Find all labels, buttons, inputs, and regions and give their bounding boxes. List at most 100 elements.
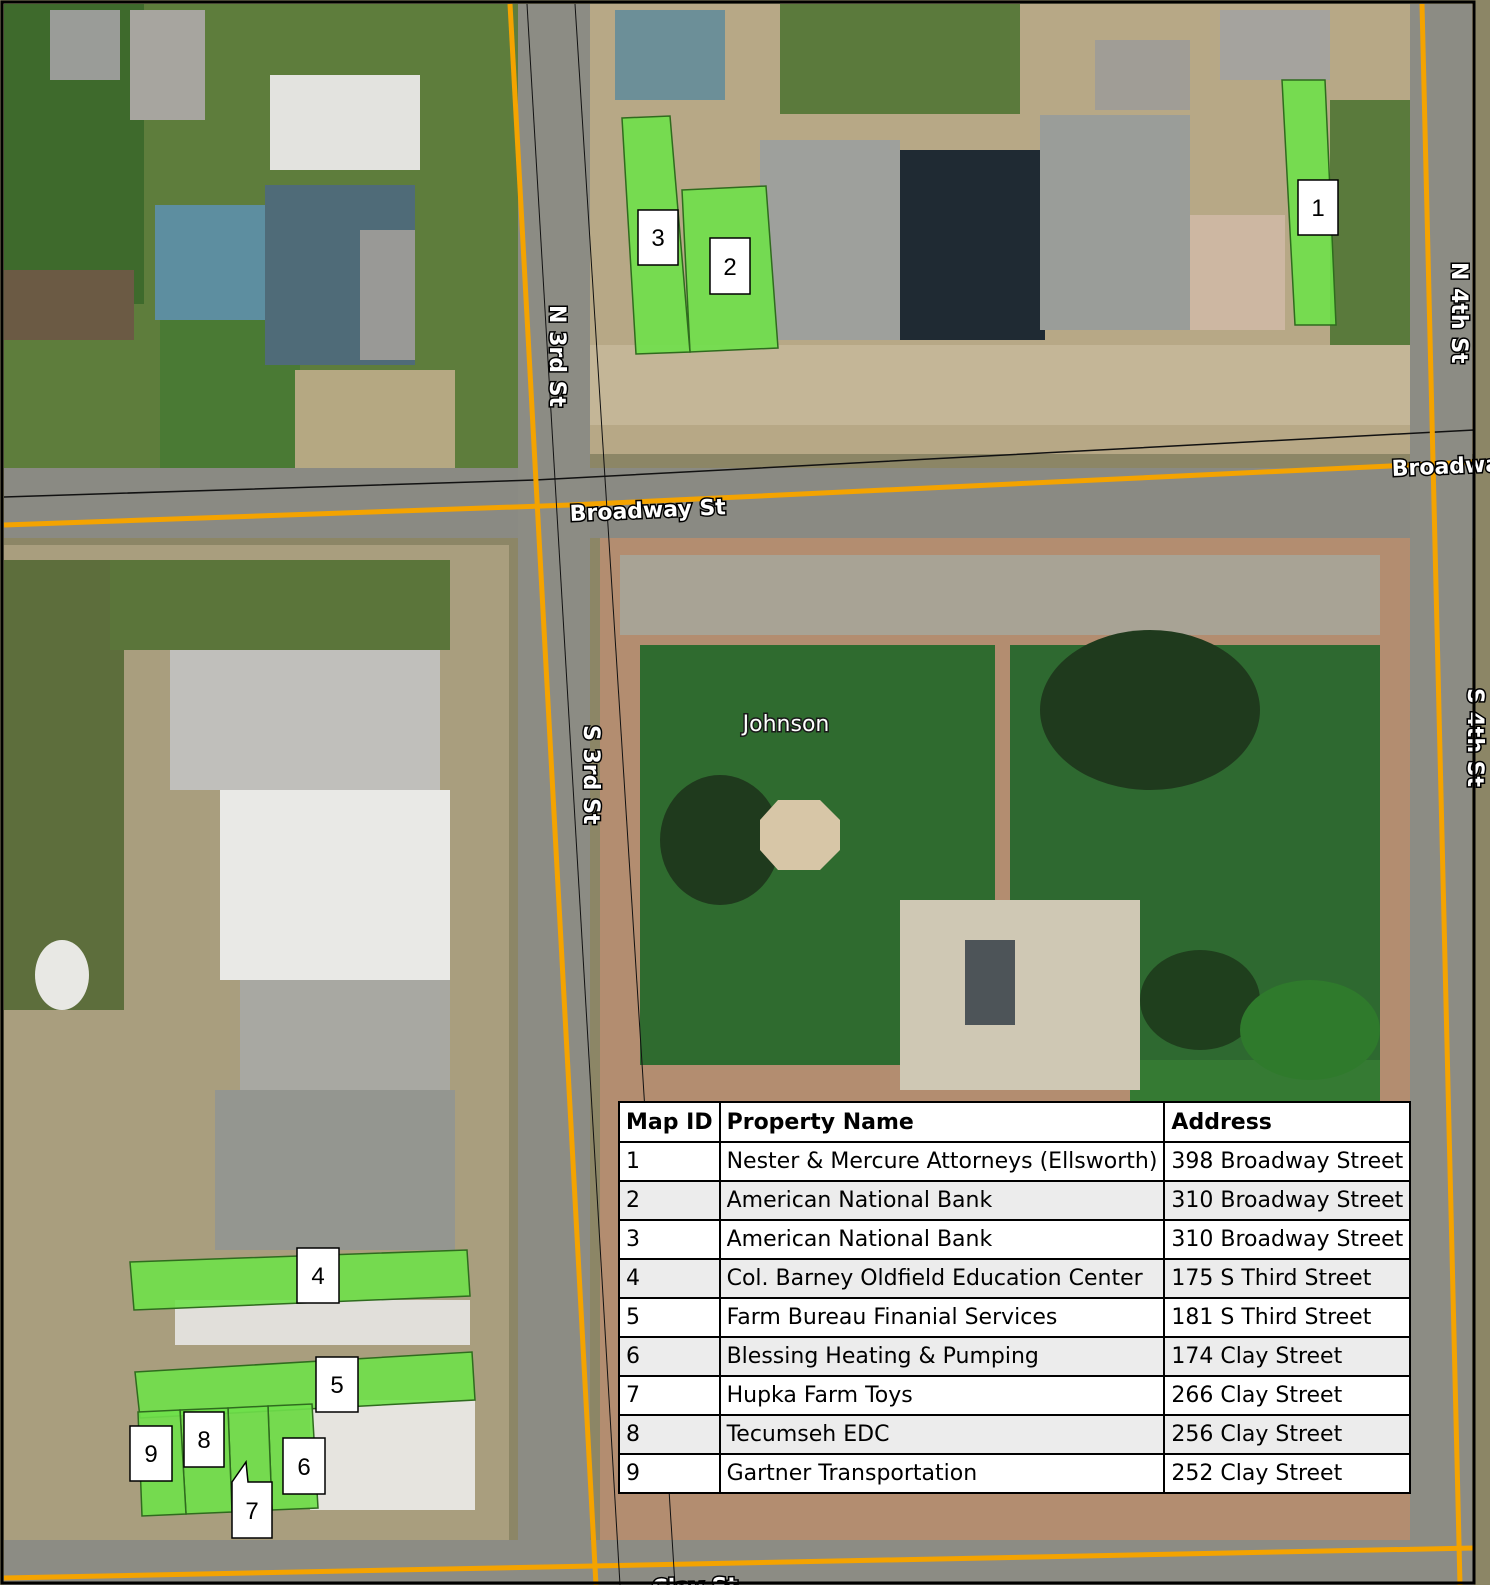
cell-property-name: Blessing Heating & Pumping — [718, 1336, 1166, 1377]
building — [1220, 10, 1330, 80]
cell-address: 266 Clay Street — [1163, 1375, 1412, 1416]
street-label-n4th: N 4th St — [1446, 262, 1471, 364]
cell-map-id: 1 — [618, 1141, 721, 1182]
tree — [1140, 950, 1260, 1050]
cell-map-id: 6 — [618, 1336, 721, 1377]
cell-property-name: American National Bank — [718, 1180, 1166, 1221]
callout-9: 9 — [129, 1425, 173, 1482]
lot — [295, 370, 455, 480]
callout-2: 2 — [709, 237, 751, 295]
road-line-clay — [3, 1545, 1475, 1581]
building — [155, 205, 265, 320]
road-line-3rd — [507, 3, 599, 1585]
road-line-4th — [1419, 3, 1463, 1585]
cell-address: 175 S Third Street — [1163, 1258, 1412, 1299]
building — [615, 10, 725, 100]
silo — [35, 940, 89, 1010]
parcel-id-label: 3 — [651, 225, 664, 252]
cell-property-name: Gartner Transportation — [718, 1453, 1166, 1494]
cell-address: 398 Broadway Street — [1163, 1141, 1412, 1182]
cell-property-name: Col. Barney Oldfield Education Center — [718, 1258, 1166, 1299]
building — [310, 1400, 475, 1510]
legend-header-row: Map ID Property Name Address — [618, 1101, 1412, 1143]
building — [175, 1300, 470, 1345]
parcel-id-label: 7 — [245, 1498, 258, 1525]
building — [50, 10, 120, 80]
cell-map-id: 5 — [618, 1297, 721, 1338]
road-edge — [526, 3, 621, 1585]
header-map-id: Map ID — [618, 1101, 721, 1143]
building — [1040, 115, 1190, 330]
lawn — [110, 560, 450, 650]
parcel-id-label: 5 — [330, 1372, 343, 1399]
parcel-id-label: 4 — [311, 1263, 324, 1290]
callout-1: 1 — [1297, 179, 1339, 236]
table-row: 6 Blessing Heating & Pumping 174 Clay St… — [618, 1336, 1412, 1377]
building — [215, 1090, 455, 1250]
parcel-id-label: 9 — [144, 1441, 157, 1468]
building — [1095, 40, 1190, 110]
building — [130, 10, 205, 120]
street-label-n3rd: N 3rd St — [544, 305, 569, 407]
place-label-johnson: Johnson — [741, 712, 830, 737]
callout-7: 7 — [231, 1459, 273, 1539]
park-path — [620, 555, 1380, 635]
building — [760, 140, 900, 340]
building — [965, 940, 1015, 1025]
cell-map-id: 3 — [618, 1219, 721, 1260]
callout-5: 5 — [315, 1356, 359, 1413]
parcel-id-label: 1 — [1311, 195, 1324, 222]
tree — [1240, 980, 1380, 1080]
building — [360, 230, 415, 360]
cell-property-name: American National Bank — [718, 1219, 1166, 1260]
building — [170, 650, 440, 790]
cell-map-id: 8 — [618, 1414, 721, 1455]
cell-address: 252 Clay Street — [1163, 1453, 1412, 1494]
tree — [1040, 630, 1260, 790]
property-legend-table: Map ID Property Name Address 1 Nester & … — [618, 1101, 1412, 1494]
fountain — [760, 800, 840, 870]
cell-address: 310 Broadway Street — [1163, 1219, 1412, 1260]
lawn — [4, 560, 124, 1010]
cell-map-id: 2 — [618, 1180, 721, 1221]
cell-property-name: Nester & Mercure Attorneys (Ellsworth) — [718, 1141, 1166, 1182]
parcel-id-label: 2 — [723, 254, 736, 281]
street-label-s3rd: S 3rd St — [578, 725, 603, 825]
table-row: 2 American National Bank 310 Broadway St… — [618, 1180, 1412, 1221]
tree — [660, 775, 780, 905]
parcel-id-label: 8 — [197, 1427, 210, 1454]
cell-property-name: Hupka Farm Toys — [718, 1375, 1166, 1416]
lawn — [780, 4, 1020, 114]
building — [900, 900, 1140, 1090]
building — [220, 790, 450, 980]
header-property-name: Property Name — [718, 1101, 1166, 1143]
cell-map-id: 7 — [618, 1375, 721, 1416]
table-row: 5 Farm Bureau Finanial Services 181 S Th… — [618, 1297, 1412, 1338]
building — [240, 980, 450, 1090]
table-row: 3 American National Bank 310 Broadway St… — [618, 1219, 1412, 1260]
parcel-5[interactable] — [134, 1351, 476, 1419]
cell-address: 174 Clay Street — [1163, 1336, 1412, 1377]
cell-address: 256 Clay Street — [1163, 1414, 1412, 1455]
building — [900, 150, 1045, 340]
callout-3: 3 — [637, 209, 679, 266]
table-row: 8 Tecumseh EDC 256 Clay Street — [618, 1414, 1412, 1455]
table-row: 7 Hupka Farm Toys 266 Clay Street — [618, 1375, 1412, 1416]
road-broadway — [4, 468, 1474, 538]
building — [270, 75, 420, 170]
table-row: 9 Gartner Transportation 252 Clay Street — [618, 1453, 1412, 1494]
cell-map-id: 4 — [618, 1258, 721, 1299]
table-row: 1 Nester & Mercure Attorneys (Ellsworth)… — [618, 1141, 1412, 1182]
building — [1190, 215, 1285, 330]
cell-property-name: Tecumseh EDC — [718, 1414, 1166, 1455]
cell-address: 310 Broadway Street — [1163, 1180, 1412, 1221]
sidewalk — [560, 345, 1440, 425]
callout-4: 4 — [296, 1247, 340, 1304]
header-address: Address — [1163, 1101, 1412, 1143]
cell-map-id: 9 — [618, 1453, 721, 1494]
callout-8: 8 — [183, 1411, 225, 1468]
cell-property-name: Farm Bureau Finanial Services — [718, 1297, 1166, 1338]
cell-address: 181 S Third Street — [1163, 1297, 1412, 1338]
callout-6: 6 — [282, 1437, 326, 1495]
